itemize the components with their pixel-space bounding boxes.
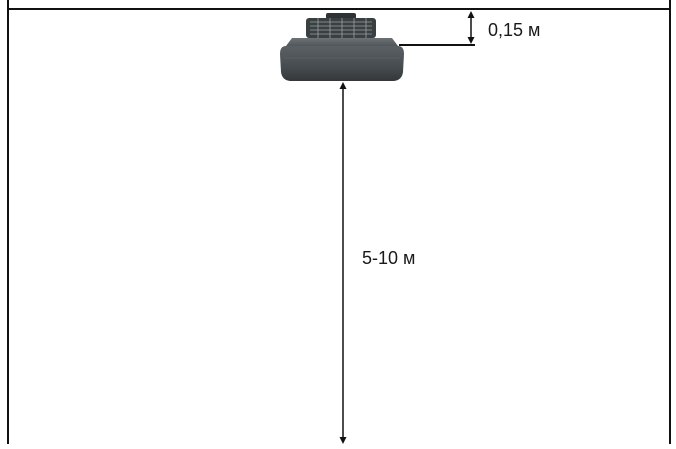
ceiling-gap-dimension [399,11,475,46]
room-outline [7,0,671,444]
ceiling-gap-label: 0,15 м [488,20,541,40]
mounting-height-dimension [339,82,347,444]
unit-body [280,46,404,81]
gap-arrow-down [467,37,475,44]
height-arrow-up [339,82,347,89]
fan-grille [310,18,372,38]
motor-cap [326,13,356,19]
height-arrow-down [339,437,347,444]
gap-arrow-up [467,11,475,18]
unit-flange [286,38,398,46]
mounting-height-label: 5-10 м [362,248,416,268]
ceiling-air-heater-icon [280,13,404,81]
fan-guard [306,18,376,38]
